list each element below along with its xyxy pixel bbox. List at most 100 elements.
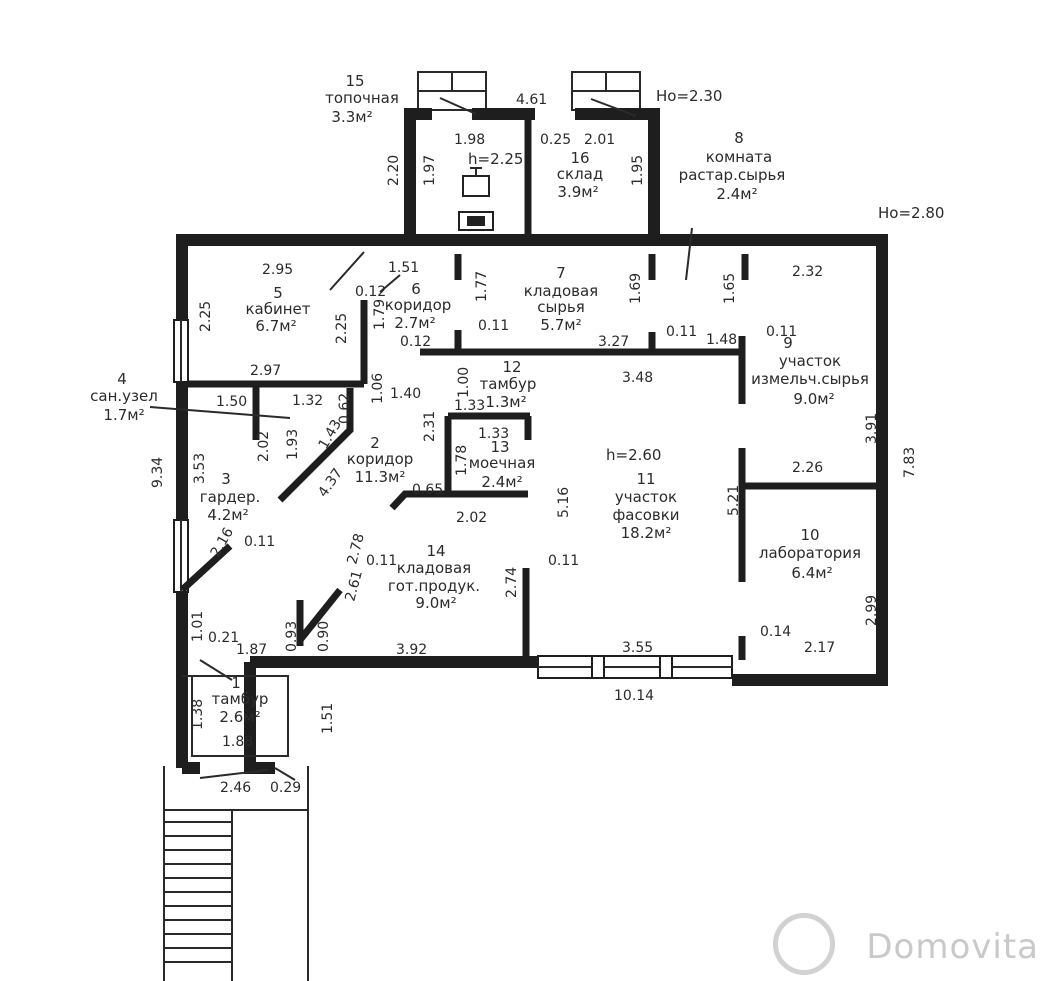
svg-text:2.26: 2.26	[792, 460, 823, 476]
height-hall: h=2.60	[606, 446, 661, 464]
svg-text:0.12: 0.12	[400, 334, 431, 350]
svg-text:7.83: 7.83	[902, 447, 918, 478]
svg-text:0.11: 0.11	[548, 553, 579, 569]
room-12-label: 12 тамбур 1.3м²	[480, 358, 537, 411]
svg-text:фасовки: фасовки	[612, 506, 679, 524]
svg-text:1: 1	[231, 674, 241, 692]
room-5-label: 5 кабинет 6.7м²	[245, 284, 310, 335]
svg-text:тамбур: тамбур	[480, 375, 537, 393]
svg-text:0.11: 0.11	[244, 534, 275, 550]
room-10-label: 10 лаборатория 6.4м²	[759, 526, 861, 582]
svg-text:2.02: 2.02	[456, 510, 487, 526]
svg-text:1.06: 1.06	[370, 373, 386, 404]
svg-text:участок: участок	[615, 488, 677, 506]
svg-text:9.0м²: 9.0м²	[793, 390, 834, 408]
svg-text:1.33: 1.33	[454, 398, 485, 414]
room-16-label: 16 склад 3.9м²	[557, 149, 603, 201]
svg-text:0.21: 0.21	[208, 630, 239, 646]
svg-text:11: 11	[636, 470, 655, 488]
room-3-label: 3 гардер. 4.2м²	[200, 470, 260, 524]
svg-text:сырья: сырья	[537, 298, 584, 316]
room-2-label: 2 коридор 11.3м²	[347, 434, 414, 486]
svg-text:2.6м²: 2.6м²	[219, 708, 260, 726]
svg-text:0.93: 0.93	[284, 621, 300, 652]
svg-text:2.97: 2.97	[250, 363, 281, 379]
svg-text:1.77: 1.77	[474, 271, 490, 302]
room-4-label: 4 сан.узел 1.7м²	[90, 370, 158, 424]
svg-text:1.51: 1.51	[388, 260, 419, 276]
svg-text:0.90: 0.90	[316, 621, 332, 652]
svg-text:1.00: 1.00	[456, 367, 472, 398]
svg-text:2.4м²: 2.4м²	[481, 473, 522, 491]
leader-lines	[149, 227, 693, 781]
svg-text:1.50: 1.50	[216, 394, 247, 410]
svg-text:3.27: 3.27	[598, 334, 629, 350]
svg-text:9: 9	[783, 334, 793, 352]
svg-text:1.88: 1.88	[222, 734, 253, 750]
svg-text:1.69: 1.69	[628, 273, 644, 304]
svg-text:0.25: 0.25	[540, 132, 571, 148]
svg-text:тамбур: тамбур	[212, 690, 269, 708]
room-8-label: 8 комната растар.сырья 2.4м²	[679, 129, 786, 203]
svg-text:кладовая: кладовая	[397, 559, 471, 577]
svg-text:2.25: 2.25	[198, 301, 214, 332]
svg-text:моечная: моечная	[469, 454, 536, 472]
svg-text:12: 12	[502, 358, 521, 376]
svg-text:0.11: 0.11	[666, 324, 697, 340]
svg-text:1.93: 1.93	[285, 429, 301, 460]
outer-walls	[173, 234, 888, 774]
svg-text:топочная: топочная	[325, 89, 399, 107]
svg-text:10: 10	[800, 526, 819, 544]
svg-text:1.40: 1.40	[390, 386, 421, 402]
svg-text:1.3м²: 1.3м²	[485, 393, 526, 411]
svg-text:1.79: 1.79	[372, 299, 388, 330]
svg-text:0.12: 0.12	[355, 284, 386, 300]
svg-text:кладовая: кладовая	[524, 282, 598, 300]
svg-text:сан.узел: сан.узел	[90, 387, 158, 405]
svg-text:2.4м²: 2.4м²	[716, 185, 757, 203]
svg-text:2.31: 2.31	[422, 411, 438, 442]
height-boiler: h=2.25	[468, 150, 523, 168]
room-1-label: 1 тамбур 2.6м²	[212, 674, 269, 726]
svg-text:1.97: 1.97	[422, 155, 438, 186]
svg-text:14: 14	[426, 542, 445, 560]
svg-text:1.95: 1.95	[630, 155, 646, 186]
svg-text:2.02: 2.02	[256, 431, 272, 462]
svg-text:4.61: 4.61	[516, 92, 547, 108]
room-7-label: 7 кладовая сырья 5.7м²	[524, 264, 598, 334]
svg-text:11.3м²: 11.3м²	[355, 468, 406, 486]
svg-text:гот.продук.: гот.продук.	[388, 577, 480, 595]
svg-text:1.33: 1.33	[478, 426, 509, 442]
svg-text:3.91: 3.91	[864, 413, 880, 444]
svg-text:1.51: 1.51	[320, 703, 336, 734]
svg-text:1.38: 1.38	[190, 699, 206, 730]
svg-text:2.20: 2.20	[386, 155, 402, 186]
svg-text:2.46: 2.46	[220, 780, 251, 796]
svg-text:1.98: 1.98	[454, 132, 485, 148]
svg-text:3.3м²: 3.3м²	[331, 108, 372, 126]
svg-text:4.2м²: 4.2м²	[207, 506, 248, 524]
room-6-label: 6 коридор 2.7м²	[385, 280, 452, 332]
svg-text:5.16: 5.16	[556, 487, 572, 518]
svg-text:1.78: 1.78	[454, 445, 470, 476]
svg-text:3.48: 3.48	[622, 370, 653, 386]
room-15-label: 15 топочная 3.3м²	[325, 72, 399, 126]
svg-text:0.11: 0.11	[766, 324, 797, 340]
svg-text:участок: участок	[779, 352, 841, 370]
svg-text:1.7м²: 1.7м²	[103, 406, 144, 424]
svg-text:1.65: 1.65	[722, 273, 738, 304]
svg-text:9.0м²: 9.0м²	[415, 594, 456, 612]
svg-text:0.14: 0.14	[760, 624, 791, 640]
height-main: Ho=2.80	[878, 204, 944, 222]
svg-text:2.95: 2.95	[262, 262, 293, 278]
svg-text:2.78: 2.78	[344, 532, 368, 566]
svg-text:2.99: 2.99	[864, 595, 880, 626]
room-13-label: 13 моечная 2.4м²	[469, 438, 536, 491]
dimensions: 4.61 1.98 0.25 2.01 2.95 1.51 2.32 0.12 …	[150, 92, 918, 796]
svg-text:комната: комната	[706, 148, 772, 166]
svg-text:коридор: коридор	[347, 450, 414, 468]
boiler-icon	[462, 175, 490, 197]
svg-text:9.34: 9.34	[150, 457, 166, 488]
svg-text:3.53: 3.53	[192, 453, 208, 484]
